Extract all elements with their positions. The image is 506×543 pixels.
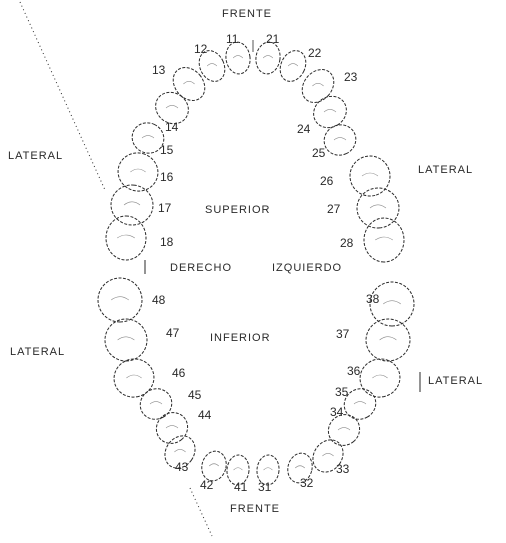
tooth-number-44: 44 bbox=[198, 408, 211, 422]
tooth-number-11: 11 bbox=[226, 32, 238, 46]
upper-tooth-16 bbox=[114, 148, 162, 195]
tooth-number-14: 14 bbox=[165, 120, 178, 134]
label-lateral-upper-right: LATERAL bbox=[418, 164, 473, 176]
upper-tooth-18 bbox=[106, 216, 146, 260]
tooth-number-27: 27 bbox=[327, 202, 340, 216]
lower-tooth-36 bbox=[356, 354, 404, 401]
label-front-bottom: FRENTE bbox=[230, 503, 280, 515]
tooth-number-42: 42 bbox=[200, 478, 213, 492]
upper-tooth-28 bbox=[364, 218, 404, 262]
tooth-number-33: 33 bbox=[336, 462, 349, 476]
tooth-number-45: 45 bbox=[188, 388, 201, 402]
tooth-number-41: 41 bbox=[234, 480, 247, 494]
lower-tooth-37 bbox=[364, 317, 411, 363]
tooth-number-16: 16 bbox=[160, 170, 173, 184]
upper-tooth-27 bbox=[355, 186, 400, 230]
lower-tooth-34 bbox=[322, 408, 366, 452]
label-lateral-upper-left: LATERAL bbox=[8, 150, 63, 162]
tooth-number-34: 34 bbox=[330, 405, 343, 419]
tooth-number-17: 17 bbox=[158, 201, 171, 215]
label-front-top: FRENTE bbox=[222, 8, 272, 20]
diagonal-dotted-line-bottom bbox=[190, 488, 212, 536]
tooth-number-46: 46 bbox=[172, 366, 185, 380]
tooth-number-24: 24 bbox=[297, 122, 310, 136]
tooth-number-25: 25 bbox=[312, 146, 325, 160]
lower-tooth-47 bbox=[103, 317, 149, 363]
lower-tooth-46 bbox=[110, 354, 158, 401]
tooth-number-31: 31 bbox=[258, 480, 271, 494]
upper-tooth-17 bbox=[109, 183, 154, 227]
label-izquierdo: IZQUIERDO bbox=[272, 262, 342, 274]
upper-tooth-25 bbox=[319, 120, 361, 161]
label-inferior: INFERIOR bbox=[210, 332, 271, 344]
tooth-number-35: 35 bbox=[335, 385, 348, 399]
label-superior: SUPERIOR bbox=[205, 204, 270, 216]
tooth-number-12: 12 bbox=[194, 42, 207, 56]
tooth-number-26: 26 bbox=[320, 174, 333, 188]
lower-tooth-44 bbox=[150, 406, 194, 450]
lower-tooth-45 bbox=[135, 383, 178, 425]
tooth-number-13: 13 bbox=[152, 63, 165, 77]
tooth-number-48: 48 bbox=[152, 293, 165, 307]
tooth-number-36: 36 bbox=[347, 364, 360, 378]
tooth-number-38: 38 bbox=[366, 292, 379, 306]
label-lateral-lower-right: LATERAL bbox=[428, 375, 483, 387]
label-lateral-lower-left: LATERAL bbox=[10, 346, 65, 358]
tooth-number-21: 21 bbox=[266, 32, 279, 46]
tooth-number-23: 23 bbox=[344, 70, 357, 84]
tooth-number-47: 47 bbox=[166, 326, 179, 340]
tooth-number-43: 43 bbox=[175, 460, 188, 474]
upper-tooth-24 bbox=[307, 90, 352, 134]
upper-tooth-13 bbox=[167, 61, 212, 107]
tooth-number-37: 37 bbox=[336, 327, 349, 341]
upper-tooth-26 bbox=[346, 152, 395, 201]
label-derecho: DERECHO bbox=[170, 262, 232, 274]
upper-tooth-23 bbox=[296, 63, 341, 109]
lower-tooth-48 bbox=[98, 278, 142, 322]
tooth-number-28: 28 bbox=[340, 236, 353, 250]
tooth-number-15: 15 bbox=[160, 143, 173, 157]
tooth-number-18: 18 bbox=[160, 235, 173, 249]
tooth-number-22: 22 bbox=[308, 46, 321, 60]
tooth-number-32: 32 bbox=[300, 476, 313, 490]
